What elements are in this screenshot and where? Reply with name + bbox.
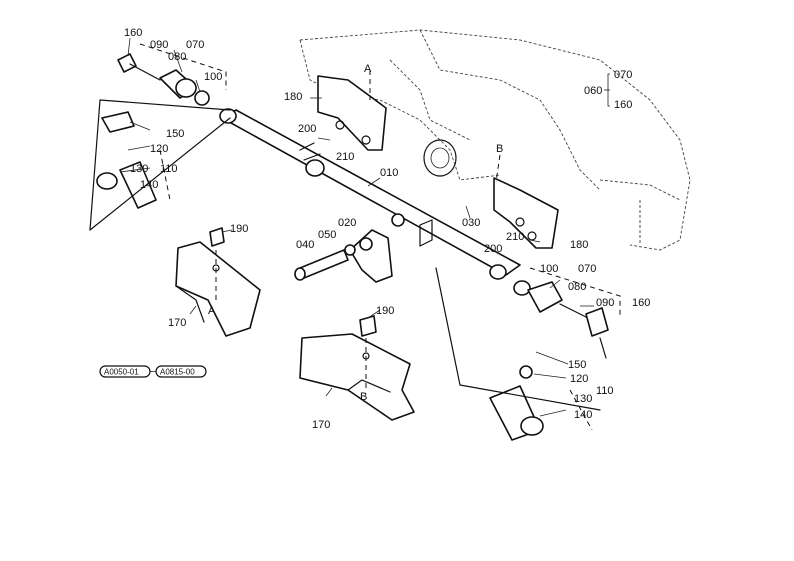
view-mark: A	[364, 63, 372, 75]
callout-label: 160	[632, 297, 650, 309]
ref-code-right: A0815-00	[160, 368, 195, 377]
center-tie-rod	[219, 108, 521, 280]
left-rod-end	[89, 43, 231, 231]
callout-label: 130	[574, 393, 592, 405]
callout-label: 130	[130, 163, 148, 175]
callout-label: 160	[614, 99, 632, 111]
callout-label: 060	[584, 85, 602, 97]
guard-lower	[299, 315, 415, 421]
callout-label: 030	[462, 217, 480, 229]
callout-label: 140	[574, 409, 592, 421]
callout-label: 150	[166, 128, 184, 140]
tractor-housing	[299, 29, 691, 251]
callout-label: 210	[506, 231, 524, 243]
callout-label: 120	[570, 373, 588, 385]
callout-label: 080	[568, 281, 586, 293]
callout-label: 110	[596, 385, 614, 397]
callout-labels: 160 090 080 070 100 180 200 210 150 120 …	[124, 27, 650, 431]
right-rod-end	[435, 267, 621, 441]
upper-bracket	[317, 75, 387, 151]
callout-label: 100	[204, 71, 222, 83]
view-mark: B	[360, 391, 367, 403]
callout-label: 070	[614, 69, 632, 81]
callout-label: 110	[160, 163, 178, 175]
callout-label: 140	[140, 179, 158, 191]
callout-label: 050	[318, 229, 336, 241]
callout-label: 070	[186, 39, 204, 51]
callout-label: 150	[568, 359, 586, 371]
callout-label: 020	[338, 217, 356, 229]
callout-label: 080	[168, 51, 186, 63]
callout-label: 090	[596, 297, 614, 309]
callout-label: 210	[336, 151, 354, 163]
callout-label: 100	[540, 263, 558, 275]
callout-label: 040	[296, 239, 314, 251]
callout-label: 010	[380, 167, 398, 179]
callout-label: 160	[124, 27, 142, 39]
callout-label: 200	[298, 123, 316, 135]
ref-codes: A0050-01 A0815-00	[99, 365, 207, 378]
callout-label: 120	[150, 143, 168, 155]
view-mark: B	[496, 143, 503, 155]
callout-label: 070	[578, 263, 596, 275]
view-mark: A	[208, 305, 216, 317]
guard-upper	[175, 227, 261, 337]
callout-label: 090	[150, 39, 168, 51]
leader-lines	[119, 37, 594, 417]
ref-code-left: A0050-01	[104, 368, 139, 377]
lower-bracket	[493, 177, 559, 249]
view-marks: A A B B	[208, 63, 503, 403]
callout-label: 200	[484, 243, 502, 255]
callout-label: 180	[570, 239, 588, 251]
callout-label: 170	[168, 317, 186, 329]
callout-label: 170	[312, 419, 330, 431]
callout-label: 190	[376, 305, 394, 317]
pivot-bracket	[294, 229, 393, 283]
callout-label: 180	[284, 91, 302, 103]
callout-label: 190	[230, 223, 248, 235]
